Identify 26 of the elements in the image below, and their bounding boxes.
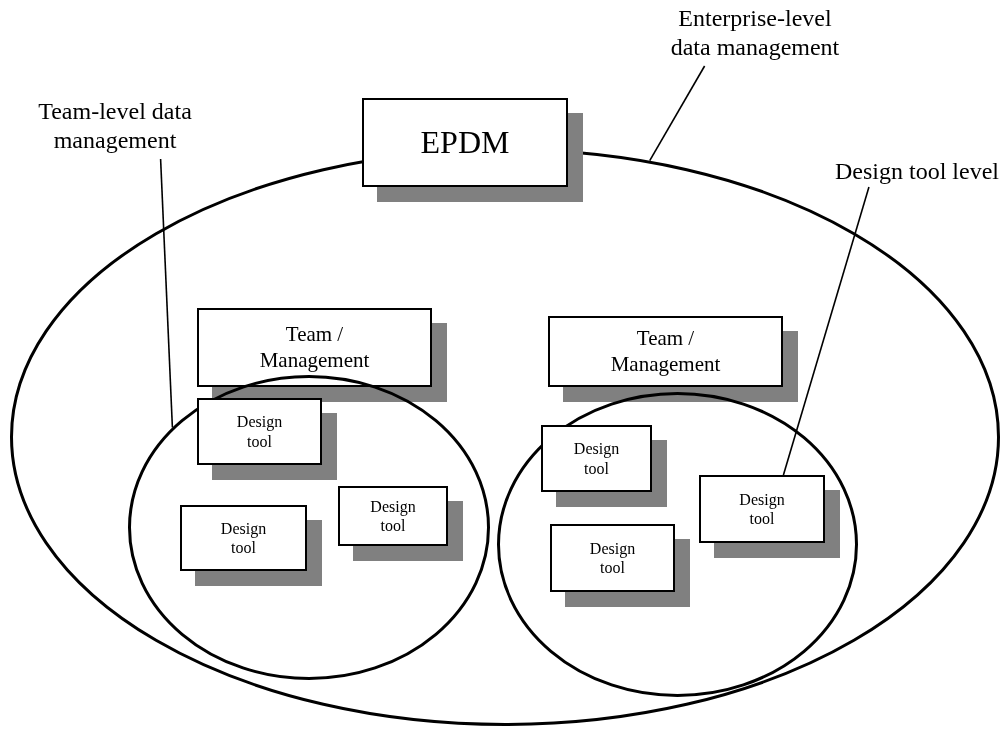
leader-line — [782, 186, 870, 476]
shadowed-box — [548, 316, 798, 402]
box-label: Design tool — [572, 439, 621, 479]
annotation-label: Team-level data management — [37, 97, 193, 155]
ellipse-boundary — [128, 375, 490, 680]
box-label: EPDM — [419, 123, 511, 163]
shadowed-box — [197, 308, 447, 402]
shadowed-box — [541, 425, 667, 507]
ellipse-boundary — [497, 392, 858, 697]
shadowed-box — [362, 98, 583, 202]
annotation-label: Enterprise-level data management — [669, 4, 841, 62]
box-label: Design tool — [369, 496, 417, 536]
box-label: Design tool — [235, 412, 284, 452]
annotation-label: Design tool level — [834, 157, 1000, 186]
box-label: Team / Management — [258, 321, 371, 374]
shadowed-box — [699, 475, 840, 558]
box-label: Design tool — [588, 538, 637, 578]
shadowed-box — [338, 486, 463, 561]
box-label: Design tool — [738, 489, 786, 529]
leader-line — [648, 65, 706, 162]
shadowed-box — [197, 398, 337, 480]
shadowed-box — [550, 524, 690, 607]
shadowed-box — [180, 505, 322, 586]
box-label: Team / Management — [609, 325, 722, 378]
leader-line — [159, 158, 174, 429]
box-label: Design tool — [219, 518, 268, 558]
